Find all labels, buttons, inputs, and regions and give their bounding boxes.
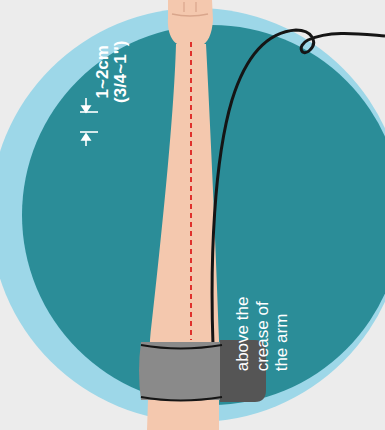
- center-line: [190, 42, 192, 340]
- fist: [168, 0, 213, 46]
- dimension-marks: [80, 98, 98, 146]
- cuff-band: [139, 342, 222, 400]
- cuff-edge: [141, 345, 222, 349]
- dimension-text: (3/4~1"): [111, 41, 131, 103]
- cuff-edge: [141, 397, 222, 401]
- placement-note: above the crease of the arm: [233, 279, 292, 371]
- fist-crease: [172, 14, 208, 16]
- finger-lines: [184, 2, 196, 12]
- dimension-text: 1~2cm: [92, 45, 112, 98]
